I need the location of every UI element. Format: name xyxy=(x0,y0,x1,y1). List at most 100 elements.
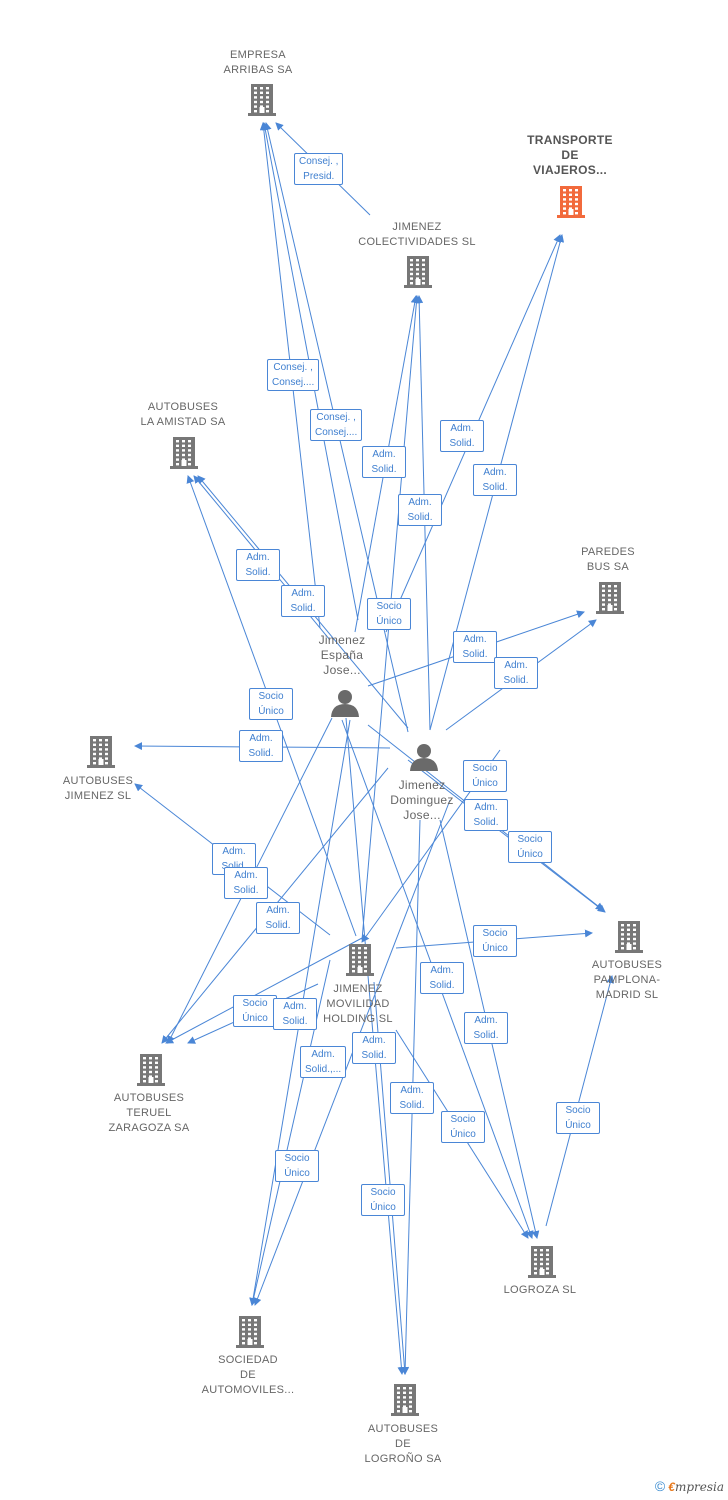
building-icon[interactable] xyxy=(615,921,643,953)
person-icon[interactable] xyxy=(410,744,438,771)
relation-label-line: Adm. xyxy=(474,802,498,813)
node-label-line: ZARAGOZA SA xyxy=(108,1122,190,1134)
relation-label-line: Socio xyxy=(517,834,543,845)
relation-label-line: Adm. xyxy=(266,905,290,916)
relation-label: Adm.Solid. xyxy=(390,1082,434,1114)
relation-label-line: Único xyxy=(370,1202,396,1213)
relation-label-line: Solid. xyxy=(233,885,259,896)
brand-name: mpresia xyxy=(674,1480,724,1494)
node-label-logroza[interactable]: LOGROZA SL xyxy=(460,1283,620,1298)
node-label-autobuses-la-amistad[interactable]: AUTOBUSES LA AMISTAD SA xyxy=(103,400,263,430)
relation-label-line: Socio xyxy=(370,1187,396,1198)
building-icon[interactable] xyxy=(236,1316,264,1348)
node-label-line: AUTOBUSES xyxy=(113,1092,185,1104)
relation-label-line: Solid. xyxy=(282,1016,308,1027)
building-icon[interactable] xyxy=(346,944,374,976)
building-icon[interactable] xyxy=(596,582,624,614)
relation-label: Consej. ,Consej.... xyxy=(267,359,320,391)
relation-label-line: Solid. xyxy=(217,859,251,874)
node-label-line: COLECTIVIDADES SL xyxy=(358,236,476,248)
node-label-line: ARRIBAS SA xyxy=(223,64,293,76)
building-icon[interactable] xyxy=(404,256,432,288)
building-icon[interactable] xyxy=(557,186,585,218)
relation-label: Adm.Solid. xyxy=(440,420,484,452)
relation-label: Consej. ,Presid. xyxy=(294,153,344,185)
relation-label: Adm. Solid. xyxy=(236,549,280,581)
relation-label: Adm. Solid. xyxy=(273,998,317,1030)
node-label-line: Jimenez xyxy=(318,633,366,647)
person-icon[interactable] xyxy=(331,690,359,717)
relation-label-line: Adm. xyxy=(504,660,528,671)
relation-label-line: Adm. xyxy=(483,467,507,478)
node-label-line: PAMPLONA- xyxy=(593,974,661,986)
relation-label-line: Solid. xyxy=(290,603,316,614)
relation-label: Adm.Solid. xyxy=(281,585,325,617)
building-icon[interactable] xyxy=(170,437,198,469)
relation-label-line: Solid. xyxy=(462,649,488,660)
building-icon[interactable] xyxy=(137,1054,165,1086)
node-label-line: AUTOBUSES xyxy=(147,401,219,413)
relation-label-line: Único xyxy=(517,849,543,860)
node-label-line: DE xyxy=(395,1438,411,1450)
relation-edge xyxy=(249,959,331,1306)
building-icon[interactable] xyxy=(87,736,115,768)
relation-label-line: Solid. xyxy=(361,1050,387,1061)
relation-label: Adm.Solid.,... xyxy=(300,1046,347,1078)
relation-label: Adm.Solid. xyxy=(224,867,268,899)
node-label-line: TRANSPORTE xyxy=(527,133,613,147)
relation-edge xyxy=(165,937,363,1044)
relation-label-line: Solid. xyxy=(245,567,271,578)
relation-label-line: Adm. xyxy=(400,1085,424,1096)
relation-label-line: Único xyxy=(450,1129,476,1140)
relation-label-line: Único xyxy=(565,1120,591,1131)
relation-label-line: Solid. xyxy=(265,920,291,931)
node-label-line: PAREDES xyxy=(581,546,635,558)
relation-edge xyxy=(407,759,606,913)
node-label-line: JIMENEZ xyxy=(333,983,383,995)
building-icon[interactable] xyxy=(528,1246,556,1278)
node-label-line: DE xyxy=(561,148,579,162)
node-label-line: Jimenez xyxy=(398,778,446,792)
relation-label-line: Solid. xyxy=(473,1030,499,1041)
relation-label-line: Único xyxy=(482,943,508,954)
node-label-line: SOCIEDAD xyxy=(218,1354,278,1366)
footer-brand: ©€mpresia xyxy=(655,1478,724,1494)
relation-label-line: Solid. xyxy=(407,512,433,523)
building-icon[interactable] xyxy=(248,84,276,116)
relation-label: Consej. ,Consej.... xyxy=(310,409,363,441)
node-label-line: VIAJEROS... xyxy=(533,163,607,177)
relation-label-line: Adm. xyxy=(283,1001,307,1012)
relation-label-line: Adm. xyxy=(311,1049,335,1060)
relation-label-line: Adm. xyxy=(246,552,270,563)
relation-label-line: Socio xyxy=(472,763,498,774)
relation-label: Adm. Solid. xyxy=(494,657,538,689)
node-label-line: LA AMISTAD SA xyxy=(140,416,226,428)
relation-label-line: Solid. xyxy=(503,675,529,686)
relation-label-line: Adm. xyxy=(222,846,246,857)
node-label-line: LOGROZA SL xyxy=(503,1284,577,1296)
relation-label-line: Socio xyxy=(450,1114,476,1125)
building-icon[interactable] xyxy=(391,1384,419,1416)
node-label-line: España xyxy=(320,648,364,662)
relation-label: Adm.Solid. xyxy=(464,799,508,831)
relation-label-line: Socio xyxy=(258,691,284,702)
node-label-line: AUTOMOVILES... xyxy=(201,1384,295,1396)
relation-label-line: Solid. xyxy=(248,748,274,759)
